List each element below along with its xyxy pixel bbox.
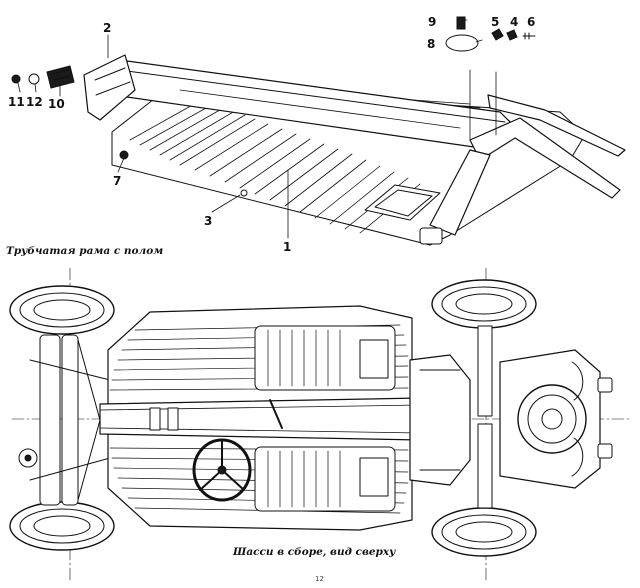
callout-2: 2 (103, 21, 111, 35)
page-number: 12 (315, 575, 324, 583)
rear-right-wheel (431, 507, 537, 557)
engine (499, 349, 613, 489)
bottom-figure-caption: Шасси в сборе, вид сверху (233, 546, 396, 558)
callout-3: 3 (204, 214, 212, 228)
callout-6: 6 (527, 15, 535, 29)
front-left-wheel (9, 285, 115, 335)
chassis-top-view-drawing (9, 267, 633, 581)
callout-12: 12 (26, 95, 43, 109)
callout-10: 10 (48, 97, 65, 111)
callout-11: 11 (8, 95, 25, 109)
top-figure-caption: Трубчатая рама с полом (6, 245, 164, 257)
callout-4: 4 (510, 15, 518, 29)
steering-wheel (192, 438, 252, 502)
callout-1: 1 (283, 240, 291, 254)
callout-5: 5 (491, 15, 499, 29)
front-right-wheel (9, 501, 115, 551)
callout-8: 8 (427, 37, 435, 51)
callout-7: 7 (113, 174, 121, 188)
frame-floor-drawing: 1 2 3 4 5 6 7 8 9 10 11 12 (8, 15, 626, 254)
rear-left-wheel (431, 279, 537, 329)
callout-9: 9 (428, 15, 436, 29)
